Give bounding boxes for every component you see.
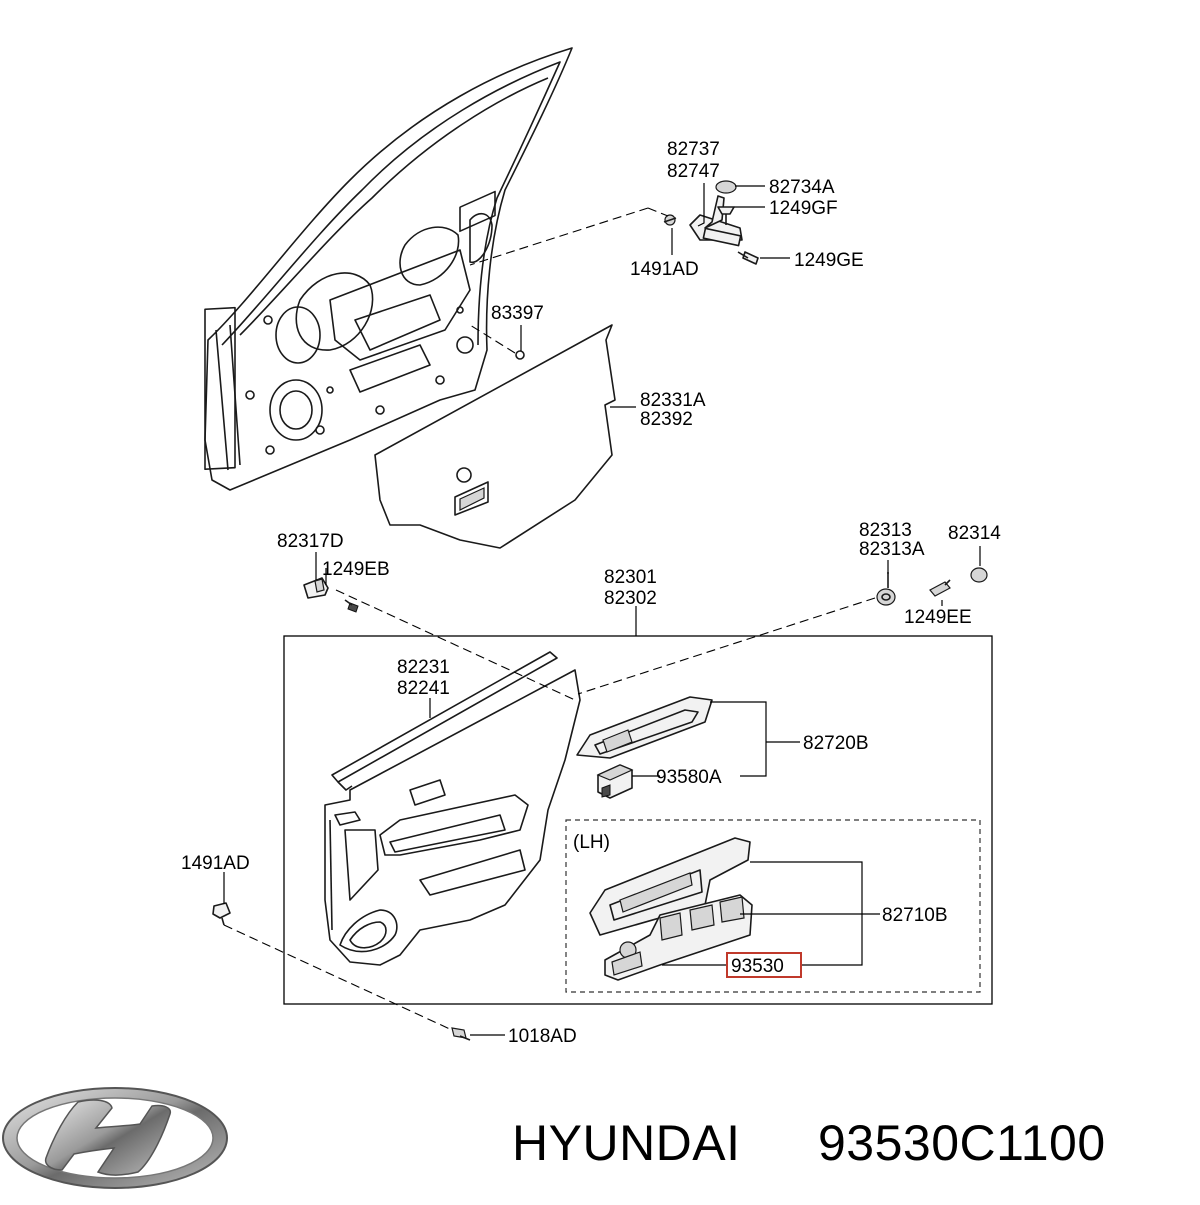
label-82314: 82314 <box>948 523 1001 544</box>
label-82231: 82231 <box>397 657 450 678</box>
clip-82317D <box>303 577 329 599</box>
label-82241: 82241 <box>397 678 450 699</box>
label-82313: 82313 <box>859 520 912 541</box>
label-83397: 83397 <box>491 303 544 324</box>
label-1491AD-left: 1491AD <box>181 853 250 874</box>
highlight-93530 <box>726 952 802 978</box>
label-1249EE: 1249EE <box>904 607 972 628</box>
label-1018AD: 1018AD <box>508 1026 577 1047</box>
door-trim-panel <box>324 669 581 966</box>
part-number: 93530C1100 <box>818 1115 1106 1171</box>
label-82747: 82747 <box>667 161 720 182</box>
door-hinge-assembly <box>663 180 759 265</box>
master-switch-93530 <box>604 894 753 981</box>
door-trim-sheet <box>374 190 616 549</box>
label-1249EB: 1249EB <box>322 559 390 580</box>
label-93580A: 93580A <box>656 767 722 788</box>
label-82331A: 82331A <box>640 390 706 411</box>
label-82392: 82392 <box>640 409 693 430</box>
label-1491AD-top: 1491AD <box>630 259 699 280</box>
label-82710B: 82710B <box>882 905 948 926</box>
label-82301: 82301 <box>604 567 657 588</box>
master-switch-bezel <box>589 837 751 936</box>
hyundai-logo <box>2 1087 228 1189</box>
clip-83397 <box>515 350 525 360</box>
footer-caption: HYUNDAI 93530C1100 <box>512 1115 1106 1171</box>
switch-bezel-right <box>576 696 713 759</box>
door-frame <box>204 47 573 491</box>
leader-lines <box>223 183 981 1036</box>
label-82720B: 82720B <box>803 733 869 754</box>
label-93530: 93530 <box>731 956 784 977</box>
label-82302: 82302 <box>604 588 657 609</box>
trim-sheet-cutout-upper <box>459 190 496 233</box>
switch-93580A <box>596 764 634 799</box>
label-82313A: 82313A <box>859 539 925 560</box>
label-1249GF: 1249GF <box>769 198 838 219</box>
clip-1491AD-left <box>212 902 231 926</box>
brand-name: HYUNDAI <box>512 1115 741 1171</box>
screw-1249EE <box>929 579 951 597</box>
label-82317D: 82317D <box>277 531 344 552</box>
label-82737: 82737 <box>667 139 720 160</box>
part-labels: 82737 82747 82734A 1249GF 1491AD 1249GE … <box>181 139 1001 1047</box>
label-lh: (LH) <box>573 832 610 853</box>
label-1249GE: 1249GE <box>794 250 864 271</box>
screw-1018AD <box>451 1027 471 1041</box>
weatherstrip <box>331 651 558 791</box>
lh-box <box>565 819 981 993</box>
cap-82314 <box>970 567 988 583</box>
label-82734A: 82734A <box>769 177 835 198</box>
grommet-82313 <box>876 572 896 606</box>
assembly-box <box>283 635 993 1005</box>
screw-1249EB <box>344 599 359 613</box>
